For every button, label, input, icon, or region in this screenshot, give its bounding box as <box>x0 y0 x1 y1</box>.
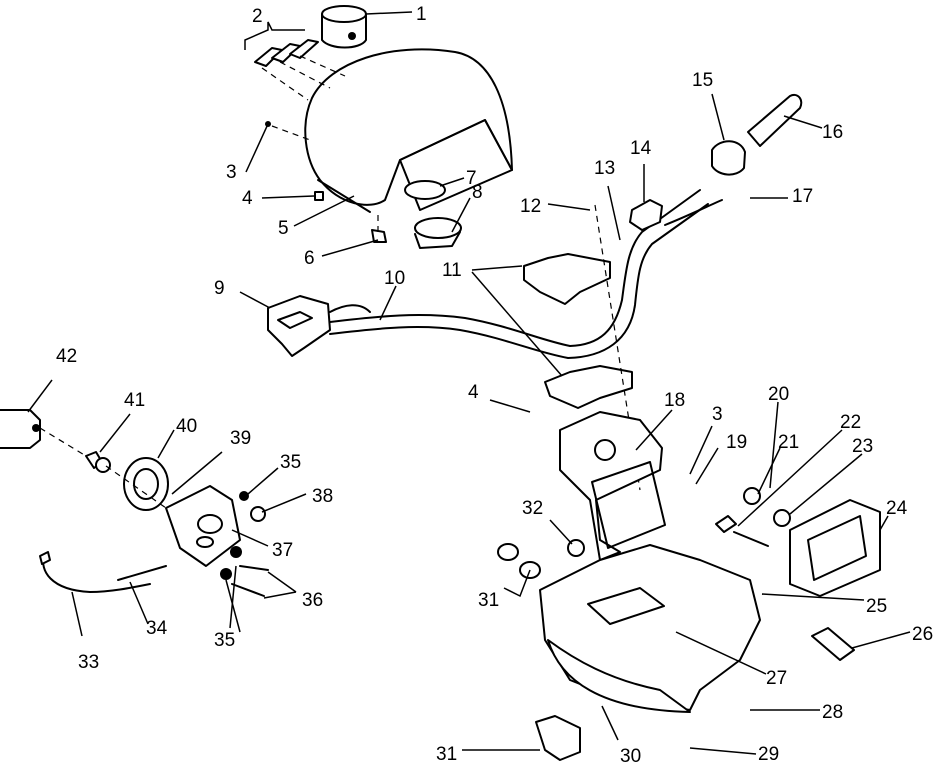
part-35-36-38-fasteners <box>220 491 269 597</box>
callout-14: 14 <box>630 138 652 159</box>
part-1-cap <box>321 5 367 49</box>
callout-2: 2 <box>252 6 263 27</box>
callout-19: 19 <box>726 432 747 453</box>
callout-38: 38 <box>312 486 333 507</box>
callout-11: 11 <box>442 260 462 281</box>
callout-24: 24 <box>886 498 908 519</box>
callout-17: 17 <box>792 186 813 207</box>
callout-9: 9 <box>214 278 225 299</box>
callout-1: 1 <box>416 4 427 25</box>
callout-15: 15 <box>692 70 713 91</box>
part-31-switches <box>497 539 585 761</box>
part-11-clamps <box>523 253 633 409</box>
part-7-8-rings <box>404 180 462 249</box>
callout-27: 27 <box>766 668 787 689</box>
part-26-connector <box>811 627 855 661</box>
callout-4: 4 <box>242 188 253 209</box>
callout-3b: 3 <box>712 404 723 425</box>
callout-29: 29 <box>758 744 779 765</box>
callout-12: 12 <box>520 196 541 217</box>
callout-22: 22 <box>840 412 861 433</box>
callout-6: 6 <box>304 248 315 269</box>
part-33-34-cable <box>39 551 167 593</box>
callouts: 1 2 3 4 5 6 7 8 9 10 11 12 13 14 15 16 1… <box>56 4 933 767</box>
steering-axis-dashes <box>594 204 641 491</box>
part-2-decals <box>244 21 346 101</box>
callout-18: 18 <box>664 390 685 411</box>
part-42-grip <box>0 409 41 449</box>
callout-23: 23 <box>852 436 873 457</box>
callout-39: 39 <box>230 428 251 449</box>
callout-5: 5 <box>278 218 289 239</box>
callout-4b: 4 <box>468 382 479 403</box>
callout-36: 36 <box>302 590 323 611</box>
callout-28: 28 <box>822 702 843 723</box>
callout-31a: 31 <box>478 590 499 611</box>
left-assembly-dashes <box>39 427 167 509</box>
part-9-left-control <box>267 295 371 357</box>
callout-25: 25 <box>866 596 887 617</box>
callout-31b: 31 <box>436 744 457 765</box>
callout-37: 37 <box>272 540 293 561</box>
callout-30: 30 <box>620 746 641 767</box>
leader-lines <box>27 11 911 755</box>
callout-13: 13 <box>594 158 615 179</box>
callout-41: 41 <box>124 390 145 411</box>
handlebar-tube <box>329 189 709 359</box>
part-14-15-16-right-controls <box>629 94 803 231</box>
callout-21: 21 <box>778 432 799 453</box>
callout-3: 3 <box>226 162 237 183</box>
part-40-41-washers <box>85 451 169 511</box>
callout-35b: 35 <box>214 630 235 651</box>
callout-34: 34 <box>146 618 168 639</box>
callout-32: 32 <box>522 498 543 519</box>
callout-8: 8 <box>472 182 483 203</box>
callout-10: 10 <box>384 268 405 289</box>
callout-26: 26 <box>912 624 933 645</box>
callout-7: 7 <box>466 168 477 189</box>
callout-42: 42 <box>56 346 77 367</box>
part-39-plate <box>165 485 241 567</box>
callout-35a: 35 <box>280 452 301 473</box>
callout-20: 20 <box>768 384 789 405</box>
part-20-23-lamp-parts <box>715 487 791 547</box>
callout-33: 33 <box>78 652 99 673</box>
callout-16: 16 <box>822 122 843 143</box>
part-30-lower-console <box>539 544 761 713</box>
callout-40: 40 <box>176 416 197 437</box>
part-24-headlight <box>789 499 881 597</box>
